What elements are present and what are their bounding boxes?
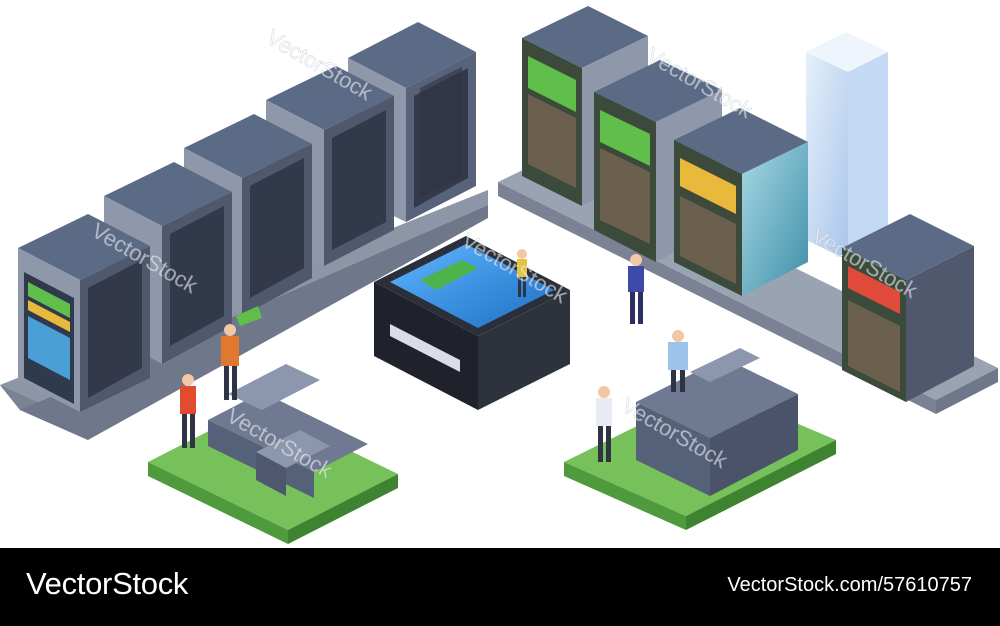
right-equipment-platform: [564, 348, 836, 530]
brand-logo-text: VectorStock: [26, 566, 189, 601]
person-right-2: [668, 330, 688, 392]
person-right-3: [596, 386, 612, 462]
person-left-1: [180, 374, 196, 448]
immersion-cooling-unit: [374, 236, 570, 410]
glass-server-tower: [806, 32, 888, 260]
image-id-text: VectorStock.com/57610757: [727, 574, 972, 596]
isometric-illustration: VectorStock VectorStock VectorStock Vect…: [0, 6, 998, 544]
rack-vents-left: [88, 68, 468, 398]
server-rack-right-4: [842, 214, 974, 402]
person-right-1: [628, 254, 644, 324]
footer-bar: VectorStock VectorStock.com/57610757: [0, 548, 1000, 626]
person-left-2: [221, 306, 262, 400]
left-equipment-platform: [148, 364, 398, 544]
person-center: [517, 249, 527, 297]
server-rack-right-3: [674, 108, 808, 296]
